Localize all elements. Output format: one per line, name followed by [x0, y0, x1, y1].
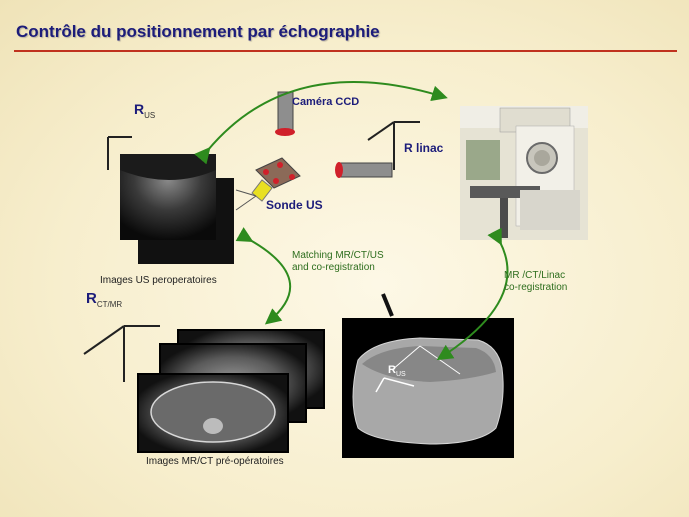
page-title: Contrôle du positionnement par échograph… — [16, 22, 380, 41]
label-r-us-3d: RUS — [388, 364, 406, 379]
us-images-stack — [120, 154, 234, 264]
label-sonde-us: Sonde US — [266, 198, 323, 212]
label-mr-ct-linac-line2: co-registration — [504, 282, 568, 293]
label-matching-line2: and co-registration — [292, 262, 375, 273]
label-images-mrct: Images MR/CT pré-opératoires — [146, 456, 284, 467]
linac-marker-cylinder — [335, 162, 393, 178]
arrow-matching — [235, 227, 292, 325]
label-mr-ct-linac: MR /CT/Linac co-registration — [504, 270, 567, 294]
arrow-mrct-linac — [436, 227, 509, 361]
label-mr-ct-linac-line1: MR /CT/Linac — [504, 270, 566, 281]
label-matching-line1: Matching MR/CT/US — [292, 250, 384, 261]
arrow-us-to-linac — [194, 81, 448, 165]
axes-r-ctmr — [83, 325, 160, 382]
label-matching: Matching MR/CT/US and co-registration — [292, 250, 384, 274]
label-camera-ccd: Caméra CCD — [292, 96, 360, 108]
linac-photo — [460, 106, 588, 240]
label-images-us: Images US peroperatoires — [100, 275, 217, 286]
label-r-us: RUS — [134, 101, 156, 120]
mrct-images-stack — [137, 329, 325, 453]
axes-r-us — [107, 136, 132, 170]
title-divider — [14, 50, 677, 52]
label-r-ctmr: RCT/MR — [86, 290, 123, 309]
label-r-linac: R linac — [404, 141, 444, 155]
